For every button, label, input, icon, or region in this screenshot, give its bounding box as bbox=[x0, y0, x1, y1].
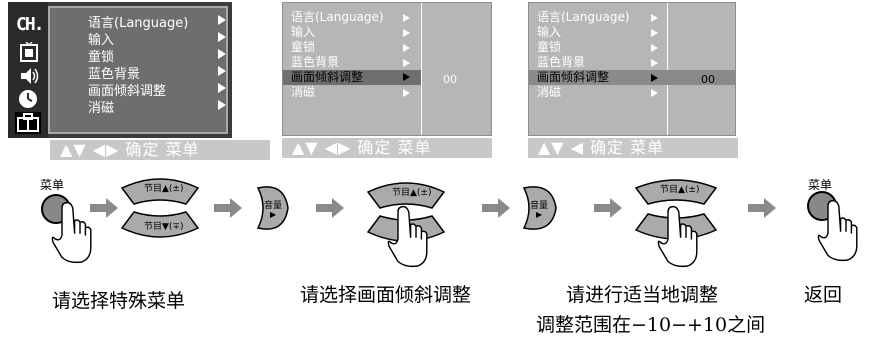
menu-item-input[interactable]: 输入 bbox=[88, 33, 115, 48]
panel3-footer-bar: ▲▼ ◀ 确定 菜单 bbox=[528, 138, 738, 158]
volume-label: 音量 bbox=[264, 201, 283, 211]
caption-step3-range: 调整范围在−10−+10之间 bbox=[536, 314, 766, 336]
submenu-arrow-icon bbox=[651, 59, 658, 67]
menu-item-degauss[interactable]: 消磁 bbox=[291, 85, 316, 99]
volume-arrow-icon: ▶ bbox=[270, 210, 277, 219]
caption-step4: 返回 bbox=[804, 284, 843, 306]
submenu-arrow-icon bbox=[651, 44, 658, 52]
clock-icon bbox=[19, 90, 37, 108]
flow-arrow-icon bbox=[594, 198, 622, 218]
menu-item-language[interactable]: 语言(Language) bbox=[88, 16, 189, 31]
menu-item-blue-back[interactable]: 蓝色背景 bbox=[291, 55, 340, 69]
panel2-footer-bar: ▲▼ ◀▶ 确定 菜单 bbox=[282, 138, 492, 158]
flow-arrow-icon bbox=[748, 198, 776, 218]
menu-button-label: 菜单 bbox=[808, 178, 833, 192]
channel-icon: CH. bbox=[16, 14, 44, 35]
program-buttons bbox=[120, 178, 200, 238]
menu-item-blue-back[interactable]: 蓝色背景 bbox=[88, 67, 141, 82]
volume-arrow-icon: ▶ bbox=[536, 210, 543, 219]
panel-divider bbox=[667, 3, 668, 135]
menu-item-tilt-selected[interactable]: 画面倾斜调整 bbox=[283, 70, 421, 85]
submenu-arrow-icon bbox=[218, 32, 226, 42]
submenu-arrow-icon bbox=[651, 74, 658, 82]
submenu-arrow-icon bbox=[651, 14, 658, 22]
menu-item-tilt-adjust-row[interactable] bbox=[529, 70, 736, 85]
submenu-arrow-icon bbox=[403, 89, 410, 97]
flow-arrow-icon bbox=[214, 198, 242, 218]
program-up-label: 节目▲(±) bbox=[144, 184, 184, 194]
submenu-arrow-icon bbox=[218, 83, 226, 93]
menu-item-blue-back[interactable]: 蓝色背景 bbox=[537, 55, 586, 69]
menu-item-tilt-label: 画面倾斜调整 bbox=[537, 70, 610, 84]
menu-item-language[interactable]: 语言(Language) bbox=[537, 10, 630, 24]
flow-arrow-icon bbox=[482, 198, 510, 218]
submenu-arrow-icon bbox=[651, 89, 658, 97]
submenu-arrow-icon bbox=[403, 44, 410, 52]
menu-button-label: 菜单 bbox=[40, 178, 65, 192]
osd-panel-main-menu: CH. bbox=[8, 2, 232, 138]
osd-panel-tilt-select: 语言(Language) 输入 童锁 蓝色背景 画面倾斜调整 消磁 00 bbox=[282, 2, 492, 136]
menu-button-press-return bbox=[807, 191, 858, 262]
submenu-arrow-icon bbox=[403, 59, 410, 67]
submenu-arrow-icon bbox=[218, 49, 226, 59]
osd-menu-area bbox=[48, 6, 228, 134]
special-menu-icon bbox=[15, 112, 41, 134]
volume-label: 音量 bbox=[530, 201, 549, 211]
volume-button bbox=[256, 186, 289, 230]
menu-item-tilt[interactable]: 画面倾斜调整 bbox=[88, 84, 167, 99]
menu-item-language[interactable]: 语言(Language) bbox=[291, 10, 384, 24]
program-up-label: 节目▲(±) bbox=[392, 188, 432, 198]
program-down-label: 节目▼(∓) bbox=[144, 222, 184, 232]
menu-item-degauss[interactable]: 消磁 bbox=[88, 101, 115, 116]
caption-step1: 请选择特殊菜单 bbox=[52, 290, 186, 312]
submenu-arrow-icon bbox=[403, 73, 410, 81]
menu-item-child-lock[interactable]: 童锁 bbox=[88, 50, 115, 65]
picture-icon bbox=[20, 42, 38, 62]
caption-step2: 请选择画面倾斜调整 bbox=[300, 284, 472, 306]
flow-arrow-icon bbox=[316, 198, 344, 218]
volume-button bbox=[522, 186, 557, 230]
submenu-arrow-icon bbox=[403, 29, 410, 37]
program-buttons-pressed bbox=[634, 179, 718, 268]
program-up-label: 节目▲(±) bbox=[660, 185, 700, 195]
button-flow-diagram bbox=[41, 178, 858, 268]
menu-item-input[interactable]: 输入 bbox=[537, 25, 562, 39]
panel1-items: 语言(Language) 输入 童锁 蓝色背景 画面倾斜调整 消磁 bbox=[8, 2, 232, 138]
submenu-arrow-icon bbox=[218, 100, 226, 110]
tilt-value: 00 bbox=[443, 73, 457, 86]
menu-item-tilt-label: 画面倾斜调整 bbox=[291, 70, 364, 84]
caption-step3: 请进行适当地调整 bbox=[566, 284, 719, 306]
submenu-arrow-icon bbox=[218, 66, 226, 76]
menu-button-press bbox=[41, 194, 92, 264]
submenu-arrow-icon bbox=[651, 29, 658, 37]
flow-arrow-icon bbox=[90, 198, 118, 218]
menu-item-input[interactable]: 输入 bbox=[291, 25, 316, 39]
program-buttons-pressed bbox=[366, 182, 446, 268]
panel1-footer-bar: ▲▼ ◀▶ 确定 菜单 bbox=[50, 140, 270, 160]
tilt-value: 00 bbox=[701, 73, 715, 86]
menu-item-child-lock[interactable]: 童锁 bbox=[291, 40, 316, 54]
sound-icon bbox=[21, 68, 39, 84]
submenu-arrow-icon bbox=[403, 14, 410, 22]
submenu-arrow-icon bbox=[218, 15, 226, 25]
osd-icon-column: CH. bbox=[8, 2, 48, 138]
menu-item-child-lock[interactable]: 童锁 bbox=[537, 40, 562, 54]
menu-item-degauss[interactable]: 消磁 bbox=[537, 85, 562, 99]
panel-divider bbox=[421, 3, 422, 135]
osd-panel-tilt-adjust: 语言(Language) 输入 童锁 蓝色背景 画面倾斜调整 消磁 00 bbox=[528, 2, 736, 136]
